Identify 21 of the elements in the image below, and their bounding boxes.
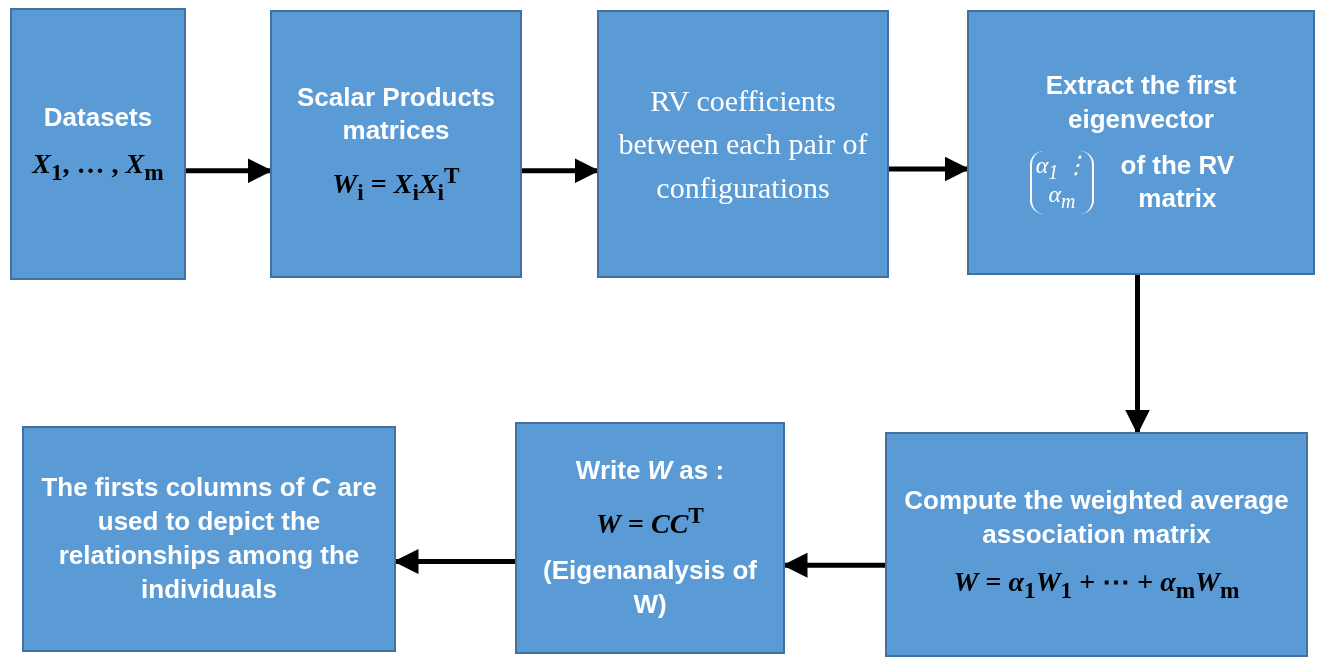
process-box [515, 422, 785, 654]
formula: X$_{1}$, … , X$_{m}$ [32, 147, 164, 188]
process-box [597, 10, 889, 278]
process-box [10, 8, 186, 280]
step-heading: Compute the weighted average association matrix [903, 484, 1290, 552]
formula: W = α$_{1}$W$_{1}$ + ⋯ + α$_{m}$W$_{m}$ [953, 564, 1240, 605]
step-heading: Write W as : [575, 453, 725, 487]
process-box [885, 432, 1308, 657]
process-box [270, 10, 522, 278]
step-text: The firsts columns of C are used to depict the relationships among the individuals [40, 471, 378, 606]
column-vector: α$_{1}$ ⋮ α$_{m}$ [1029, 150, 1095, 215]
process-box [967, 10, 1315, 275]
step-heading: Extract the first eigenvector [1044, 68, 1238, 136]
step-heading: Scalar Products matrices [296, 80, 496, 148]
step-note: (Eigenanalysis of W) [542, 554, 758, 622]
step-text: RV coefficients between each pair of configurations [617, 82, 869, 206]
step-text: of the RV matrix [1119, 148, 1236, 216]
process-box [22, 426, 396, 652]
formula: W = CC$^{T}$ [596, 500, 704, 542]
step-heading: Datasets [43, 100, 153, 134]
arrow [1125, 275, 1150, 435]
